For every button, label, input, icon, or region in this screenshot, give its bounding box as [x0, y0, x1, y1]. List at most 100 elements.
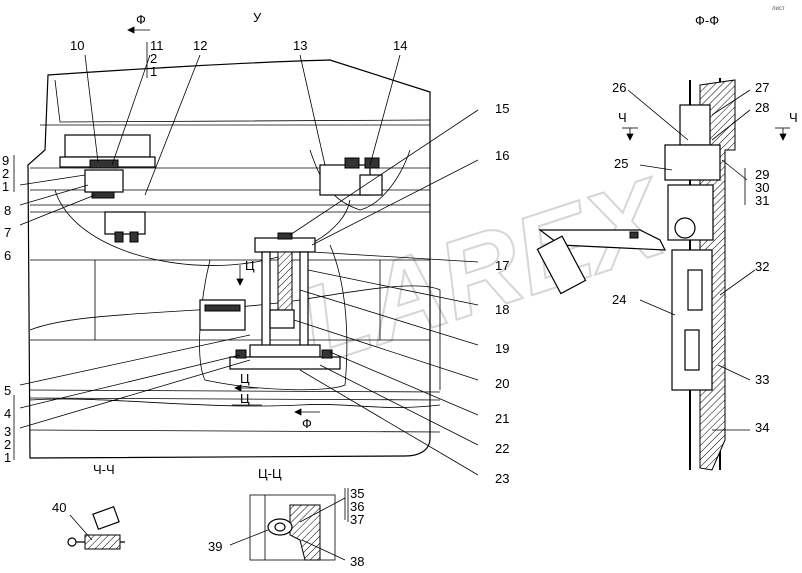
label-15: 15 [495, 101, 509, 116]
bottom-line [29, 429, 441, 433]
top-plate [254, 237, 316, 253]
label-9: 9 [2, 153, 9, 168]
nut-right-top [344, 157, 360, 169]
section-ch-ch [67, 505, 125, 550]
leader-40 [69, 514, 93, 541]
section-mark-f-bottom: Ф [302, 416, 312, 431]
section-mark-ch-left: Ч [618, 110, 627, 125]
section-f-f [536, 78, 790, 471]
lower-block-left [104, 211, 146, 235]
label-24: 24 [612, 292, 626, 307]
section-mark-ch-right: Ч [789, 110, 798, 125]
view-title-ts-ts: Ц-Ц [258, 466, 282, 481]
ts-frame [249, 494, 336, 561]
label-33: 33 [755, 372, 769, 387]
label-4: 4 [4, 406, 11, 421]
callout-labels: 10 11 2 1 12 13 14 9 2 1 8 7 6 5 4 3 2 1… [2, 38, 769, 569]
view-title-main: У [253, 10, 262, 25]
label-39: 39 [208, 539, 222, 554]
body-panel-outline [27, 59, 431, 459]
section-mark-ts-lower2: Ц [240, 391, 250, 406]
section-ts-ts [229, 488, 346, 561]
label-23: 23 [495, 471, 509, 486]
label-2-left: 2 [2, 166, 9, 181]
base-bolt-left [235, 349, 247, 359]
section-mark-ts-upper: Ц [245, 258, 255, 273]
breakout-left [54, 189, 351, 266]
bolt-left-1 [114, 231, 124, 243]
label-11: 11 [150, 38, 164, 53]
label-1-top: 1 [150, 64, 157, 79]
ch-clip [92, 505, 120, 531]
lower-line-3 [29, 397, 441, 401]
section-mark-f-top: Ф [136, 12, 146, 27]
label-19: 19 [495, 341, 509, 356]
breakout-bottom [29, 398, 441, 408]
label-14: 14 [393, 38, 407, 53]
clamp-right [359, 174, 383, 196]
label-22: 22 [495, 441, 509, 456]
nut-left-bottom [91, 191, 115, 199]
top-nut [277, 232, 293, 240]
lower-line-2 [29, 389, 441, 393]
label-8: 8 [4, 203, 11, 218]
label-34: 34 [755, 420, 769, 435]
lock-housing [664, 144, 721, 181]
view-title-ch-ch: Ч-Ч [93, 462, 115, 477]
label-18: 18 [495, 302, 509, 317]
side-block-slot [204, 304, 241, 312]
label-21: 21 [495, 411, 509, 426]
label-35: 35 [350, 486, 364, 501]
label-16: 16 [495, 148, 509, 163]
ts-hatch [289, 504, 321, 561]
ch-body-hatch [84, 534, 121, 550]
upper-bracket-f [679, 104, 711, 146]
label-10: 10 [70, 38, 84, 53]
label-13: 13 [293, 38, 307, 53]
leader-lines-ts [229, 488, 346, 561]
bolt-left-2 [129, 231, 139, 243]
label-2-top: 2 [150, 51, 157, 66]
base-plate [249, 344, 321, 358]
label-5: 5 [4, 383, 11, 398]
label-38: 38 [350, 554, 364, 569]
latch-part-upper [687, 269, 703, 311]
label-28: 28 [755, 100, 769, 115]
base-frame [229, 356, 341, 370]
label-7: 7 [4, 225, 11, 240]
column-left [261, 251, 271, 348]
label-6: 6 [4, 248, 11, 263]
label-26: 26 [612, 80, 626, 95]
nut-right-top-2 [364, 157, 380, 169]
label-12: 12 [193, 38, 207, 53]
base-bolt-right [321, 349, 333, 359]
label-40: 40 [52, 500, 66, 515]
upper-panel-edge [54, 79, 431, 123]
handle-pivot [629, 231, 639, 239]
label-36: 36 [350, 499, 364, 514]
label-37: 37 [350, 512, 364, 527]
leader-lines-main [13, 42, 479, 476]
vertical-guides [94, 260, 381, 340]
screw-nut-block [269, 309, 295, 329]
hinge-pin [674, 217, 696, 239]
view-title-f-f: Ф-Ф [695, 13, 719, 28]
label-32: 32 [755, 259, 769, 274]
section-arrows-f [622, 127, 790, 141]
ring-eye [67, 537, 77, 547]
label-20: 20 [495, 376, 509, 391]
label-29: 29 [755, 167, 769, 182]
upper-bracket-left [64, 134, 151, 158]
label-1-bottom: 1 [4, 450, 11, 465]
leader-lines-f [627, 89, 756, 431]
label-31: 31 [755, 193, 769, 208]
nut-left-top [89, 159, 119, 169]
handle-grip [536, 235, 587, 295]
label-30: 30 [755, 180, 769, 195]
label-1-left: 1 [2, 179, 9, 194]
main-view [13, 26, 479, 476]
label-3: 3 [4, 424, 11, 439]
label-17: 17 [495, 258, 509, 273]
section-mark-ts-lower1: Ц [240, 371, 250, 386]
